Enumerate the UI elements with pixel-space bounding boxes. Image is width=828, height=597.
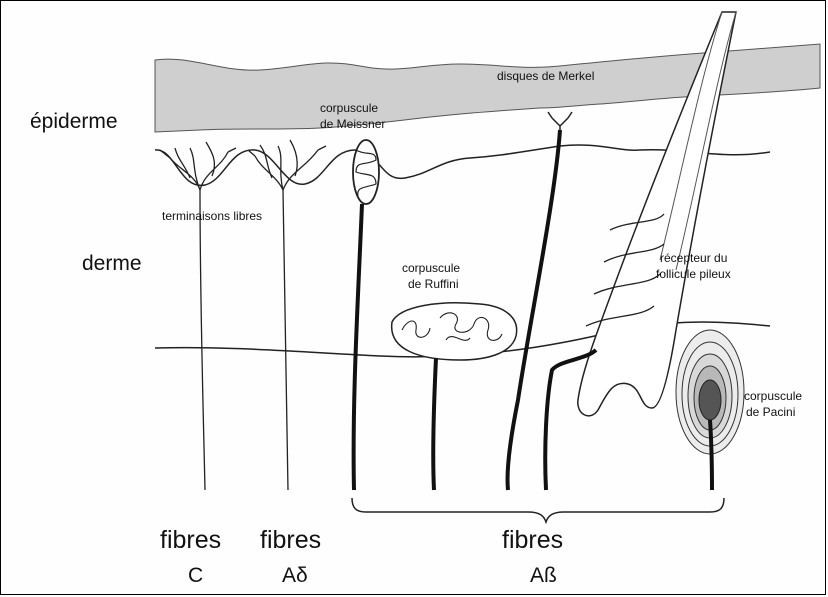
ruffini-corpuscle <box>392 303 517 490</box>
fibers-a-delta-label: fibres <box>260 526 321 554</box>
ruffini-label-line1: corpuscule <box>402 261 460 275</box>
free-nerve-ending-a-delta <box>248 140 326 490</box>
follicle-label-line2: follicule pileux <box>656 267 731 281</box>
merkel-label: disques de Merkel <box>497 69 594 83</box>
dermis-label: derme <box>82 252 142 275</box>
free-nerve-ending-c <box>160 142 236 490</box>
ruffini-label-line2: de Ruffini <box>408 277 458 291</box>
follicle-label-line1: récepteur du <box>660 251 727 265</box>
meissner-label-line1: corpuscule <box>320 101 378 115</box>
fibers-a-beta-sub: Aß <box>530 564 557 587</box>
free-endings-label: terminaisons libres <box>162 209 262 223</box>
pacini-label-line2: de Pacini <box>746 405 795 419</box>
fibers-c-label: fibres <box>160 526 221 554</box>
merkel-discs <box>507 112 572 490</box>
meissner-label-line2: de Meissner <box>320 117 385 131</box>
pacini-label-line1: corpuscule <box>744 389 802 403</box>
fibers-c-sub: C <box>188 564 203 587</box>
epidermis-label: épiderme <box>30 110 118 133</box>
meissner-corpuscle <box>353 140 379 490</box>
fibers-a-delta-sub: Aδ <box>282 564 308 587</box>
fibers-a-beta-label: fibres <box>502 526 563 554</box>
a-beta-bracket <box>352 498 724 522</box>
pacinian-corpuscle <box>676 330 744 490</box>
